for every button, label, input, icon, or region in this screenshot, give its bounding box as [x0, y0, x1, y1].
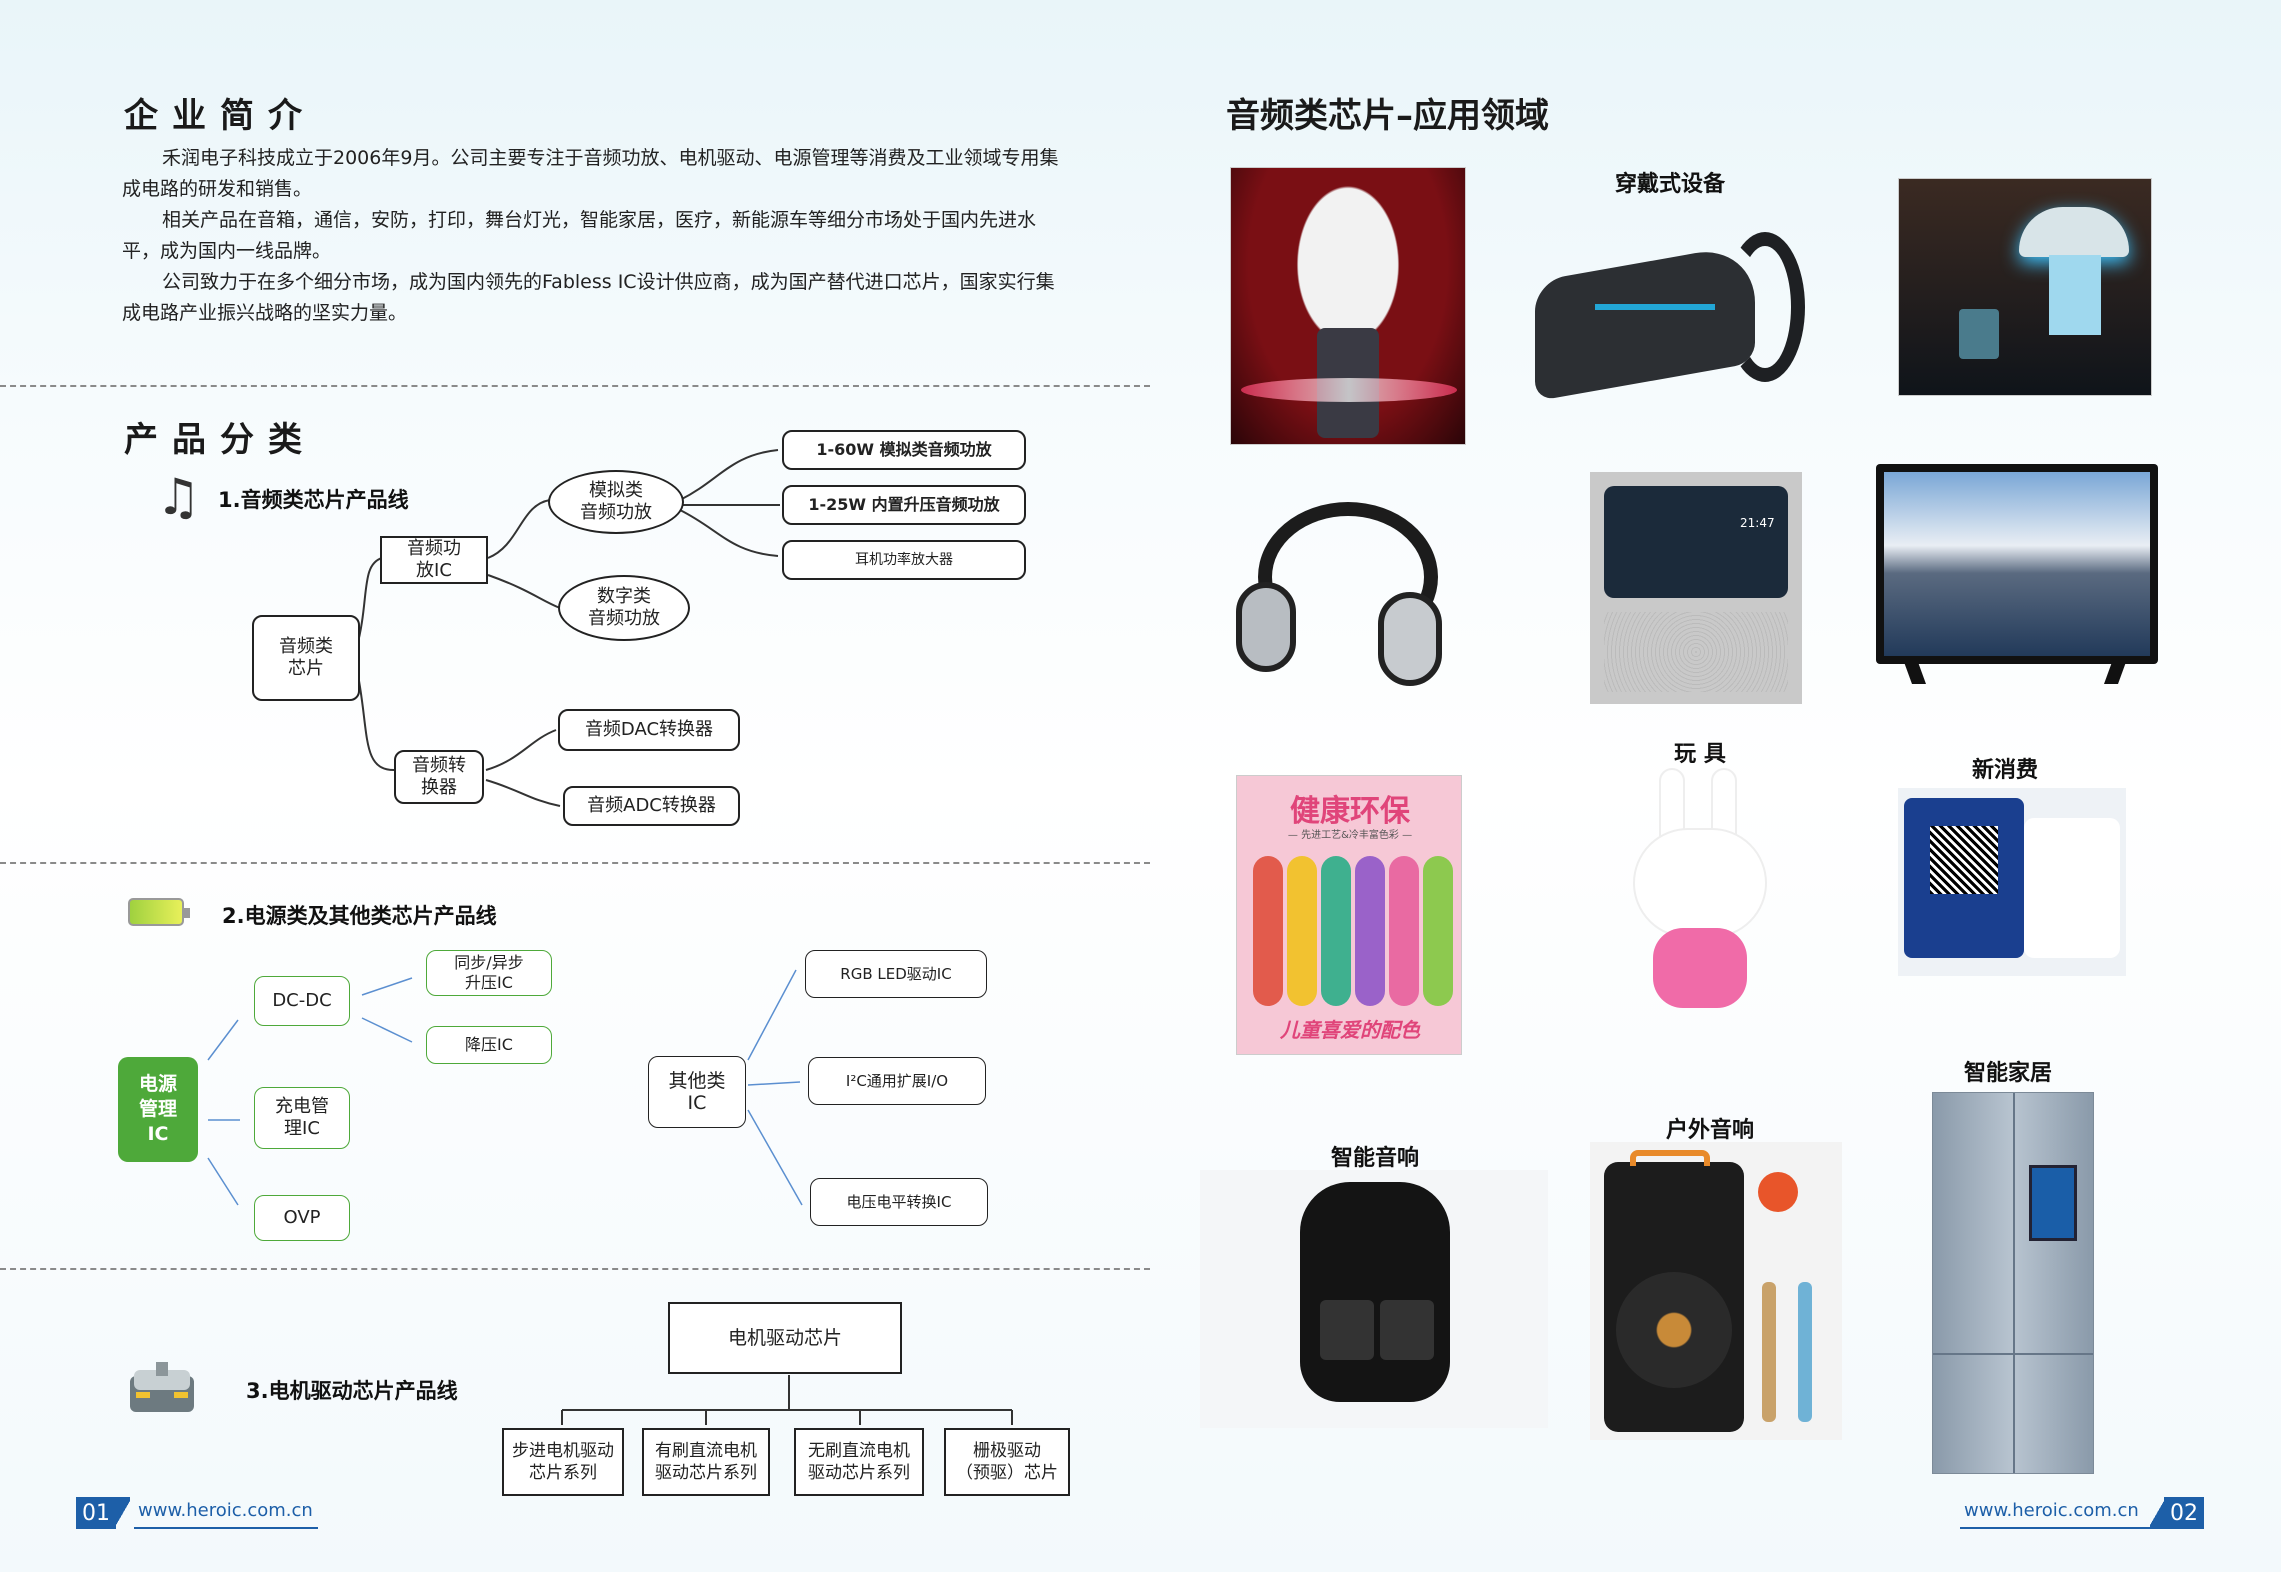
divider-1 [0, 385, 1150, 387]
intro-text: 禾润电子科技成立于2006年9月。公司主要专注于音频功放、电机驱动、电源管理等消… [122, 143, 1062, 329]
motor-driver-root: 电机驱动芯片 [668, 1302, 902, 1374]
footer-slash-left [116, 1497, 130, 1529]
brushed-dc-driver: 有刷直流电机 驱动芯片系列 [642, 1428, 770, 1496]
caption-smart-speaker: 智能音响 [1330, 1146, 1419, 1171]
audio-converter: 音频转 换器 [394, 750, 484, 804]
buck-ic: 降压IC [426, 1026, 552, 1064]
analog-amp: 模拟类 音频功放 [548, 470, 684, 534]
power-ic-root: 电源 管理 IC [118, 1057, 198, 1162]
caption-wearable: 穿戴式设备 [1614, 172, 1725, 197]
gate-driver: 栅极驱动 （预驱）芯片 [944, 1428, 1070, 1496]
audio-adc: 音频ADC转换器 [563, 786, 740, 826]
karaoke-mic-photo [1230, 167, 1466, 445]
audio-dac: 音频DAC转换器 [558, 709, 740, 751]
footer-underline-right [1960, 1527, 2150, 1529]
sync-boost-ic: 同步/异步 升压IC [426, 950, 552, 996]
caption-toy: 玩 具 [1674, 742, 1726, 767]
intro-title: 企业简介 [124, 96, 316, 136]
stepper-driver: 步进电机驱动 芯片系列 [502, 1428, 624, 1496]
motor-line-label: 3.电机驱动芯片产品线 [246, 1379, 458, 1403]
power-line-label: 2.电源类及其他类芯片产品线 [222, 904, 497, 928]
vr-headset-photo [1525, 212, 1817, 408]
bldc-driver: 无刷直流电机 驱动芯片系列 [794, 1428, 924, 1496]
page-number-left: 01 [76, 1497, 116, 1529]
i2c-io-expander: I²C通用扩展I/O [808, 1057, 986, 1105]
battery-icon [128, 898, 190, 926]
level-shifter: 电压电平转换IC [810, 1178, 988, 1226]
digital-amp: 数字类 音频功放 [558, 575, 690, 641]
footer-slash-right [2150, 1497, 2164, 1529]
other-ic: 其他类 IC [648, 1056, 746, 1128]
poster-bottom-text: 儿童喜爱的配色 [1280, 1018, 1420, 1042]
jbl-poster-photo: 健康环保 — 先进工艺&冷丰富色彩 — 儿童喜爱的配色 [1236, 775, 1462, 1055]
dcdc: DC-DC [254, 976, 350, 1026]
headphones-photo [1228, 492, 1468, 692]
divider-2 [0, 862, 1150, 864]
leaf-60w-amp: 1-60W 模拟类音频功放 [782, 430, 1026, 470]
ovp: OVP [254, 1195, 350, 1241]
caption-smart-home: 智能家居 [1963, 1061, 2052, 1086]
footer-url-left[interactable]: www.heroic.com.cn [138, 1500, 313, 1521]
audio-chip-root: 音频类 芯片 [252, 615, 360, 701]
intro-paragraph-2: 相关产品在音箱，通信，安防，打印，舞台灯光，智能家居，医疗，新能源车等细分市场处… [122, 209, 1037, 262]
poster-subtitle: — 先进工艺&冷丰富色彩 — [1287, 830, 1413, 841]
lamp-speaker-photo [1898, 178, 2152, 396]
bunny-toy-photo [1625, 768, 1775, 1018]
smart-speaker-photo [1200, 1170, 1548, 1428]
footer-underline-left [134, 1527, 318, 1529]
audio-line-label: 1.音频类芯片产品线 [218, 488, 409, 512]
charge-ic: 充电管 理IC [254, 1087, 350, 1149]
intro-paragraph-1: 禾润电子科技成立于2006年9月。公司主要专注于音频功放、电机驱动、电源管理等消… [122, 147, 1059, 200]
music-note-icon: ♫ [156, 468, 201, 526]
motor-icon [130, 1362, 194, 1414]
rgb-led-driver: RGB LED驱动IC [805, 950, 987, 998]
divider-3 [0, 1268, 1150, 1270]
page-number-right: 02 [2164, 1497, 2204, 1529]
audio-amp-ic: 音频功 放IC [380, 536, 488, 584]
tree-connectors [207, 449, 1013, 1425]
tv-photo [1868, 456, 2166, 696]
outdoor-speaker-photo [1590, 1142, 1842, 1440]
intro-paragraph-3: 公司致力于在多个细分市场，成为国内领先的Fabless IC设计供应商，成为国产… [122, 271, 1055, 324]
application-title: 音频类芯片–应用领域 [1226, 96, 1549, 136]
leaf-headphone-amp: 耳机功率放大器 [782, 540, 1026, 580]
payment-speaker-photo [1898, 788, 2126, 976]
caption-outdoor: 户外音响 [1665, 1118, 1754, 1143]
display-time: 21:47 [1740, 516, 1775, 530]
footer-url-right[interactable]: www.heroic.com.cn [1964, 1500, 2139, 1521]
smart-fridge-photo [1932, 1092, 2094, 1474]
product-title: 产品分类 [124, 420, 316, 460]
poster-title: 健康环保 [1290, 794, 1410, 829]
smart-display-photo: 21:47 [1590, 472, 1802, 704]
caption-new-consumer: 新消费 [1971, 758, 2038, 783]
leaf-25w-amp: 1-25W 内置升压音频功放 [782, 485, 1026, 525]
